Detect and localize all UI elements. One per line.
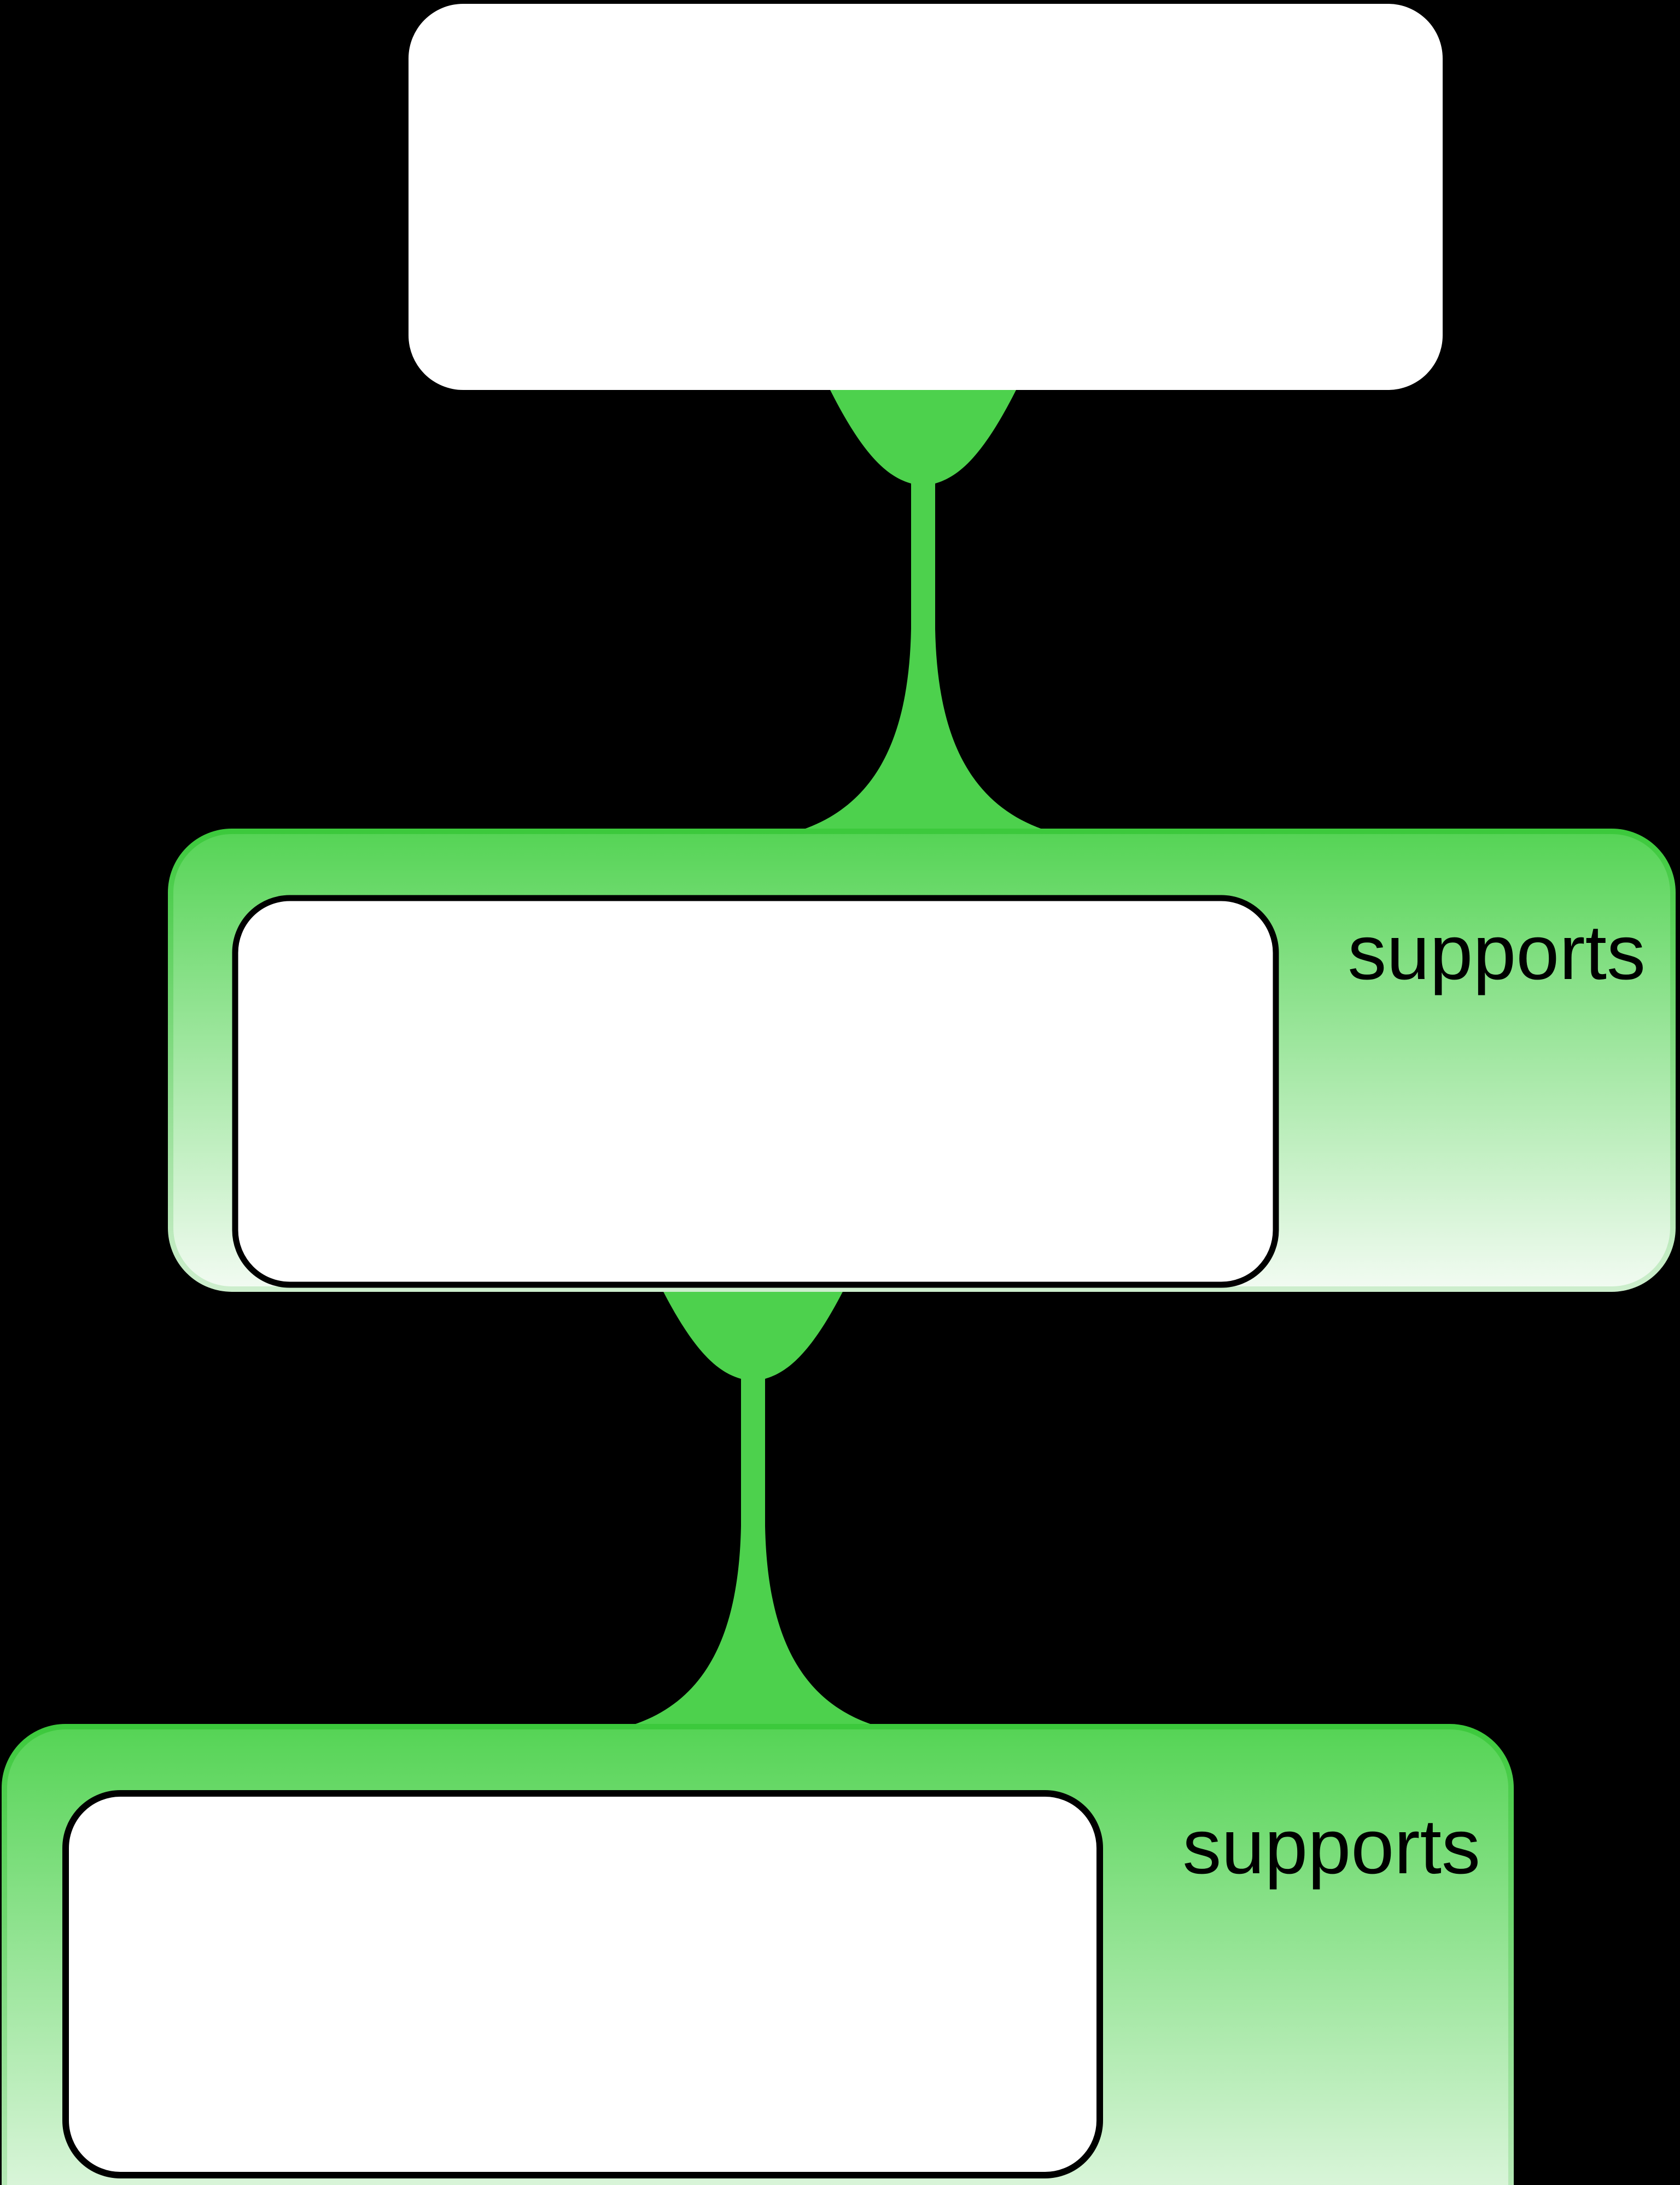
supports-connector-1 (797, 390, 1049, 831)
claim-box[interactable] (409, 4, 1443, 390)
reason-box-1[interactable] (232, 895, 1279, 1288)
supports-label-2: supports (1182, 1803, 1480, 1890)
reason-box-2[interactable] (62, 1790, 1103, 2178)
supports-label-1: supports (1348, 909, 1646, 996)
supports-connector-2 (627, 1285, 879, 1727)
